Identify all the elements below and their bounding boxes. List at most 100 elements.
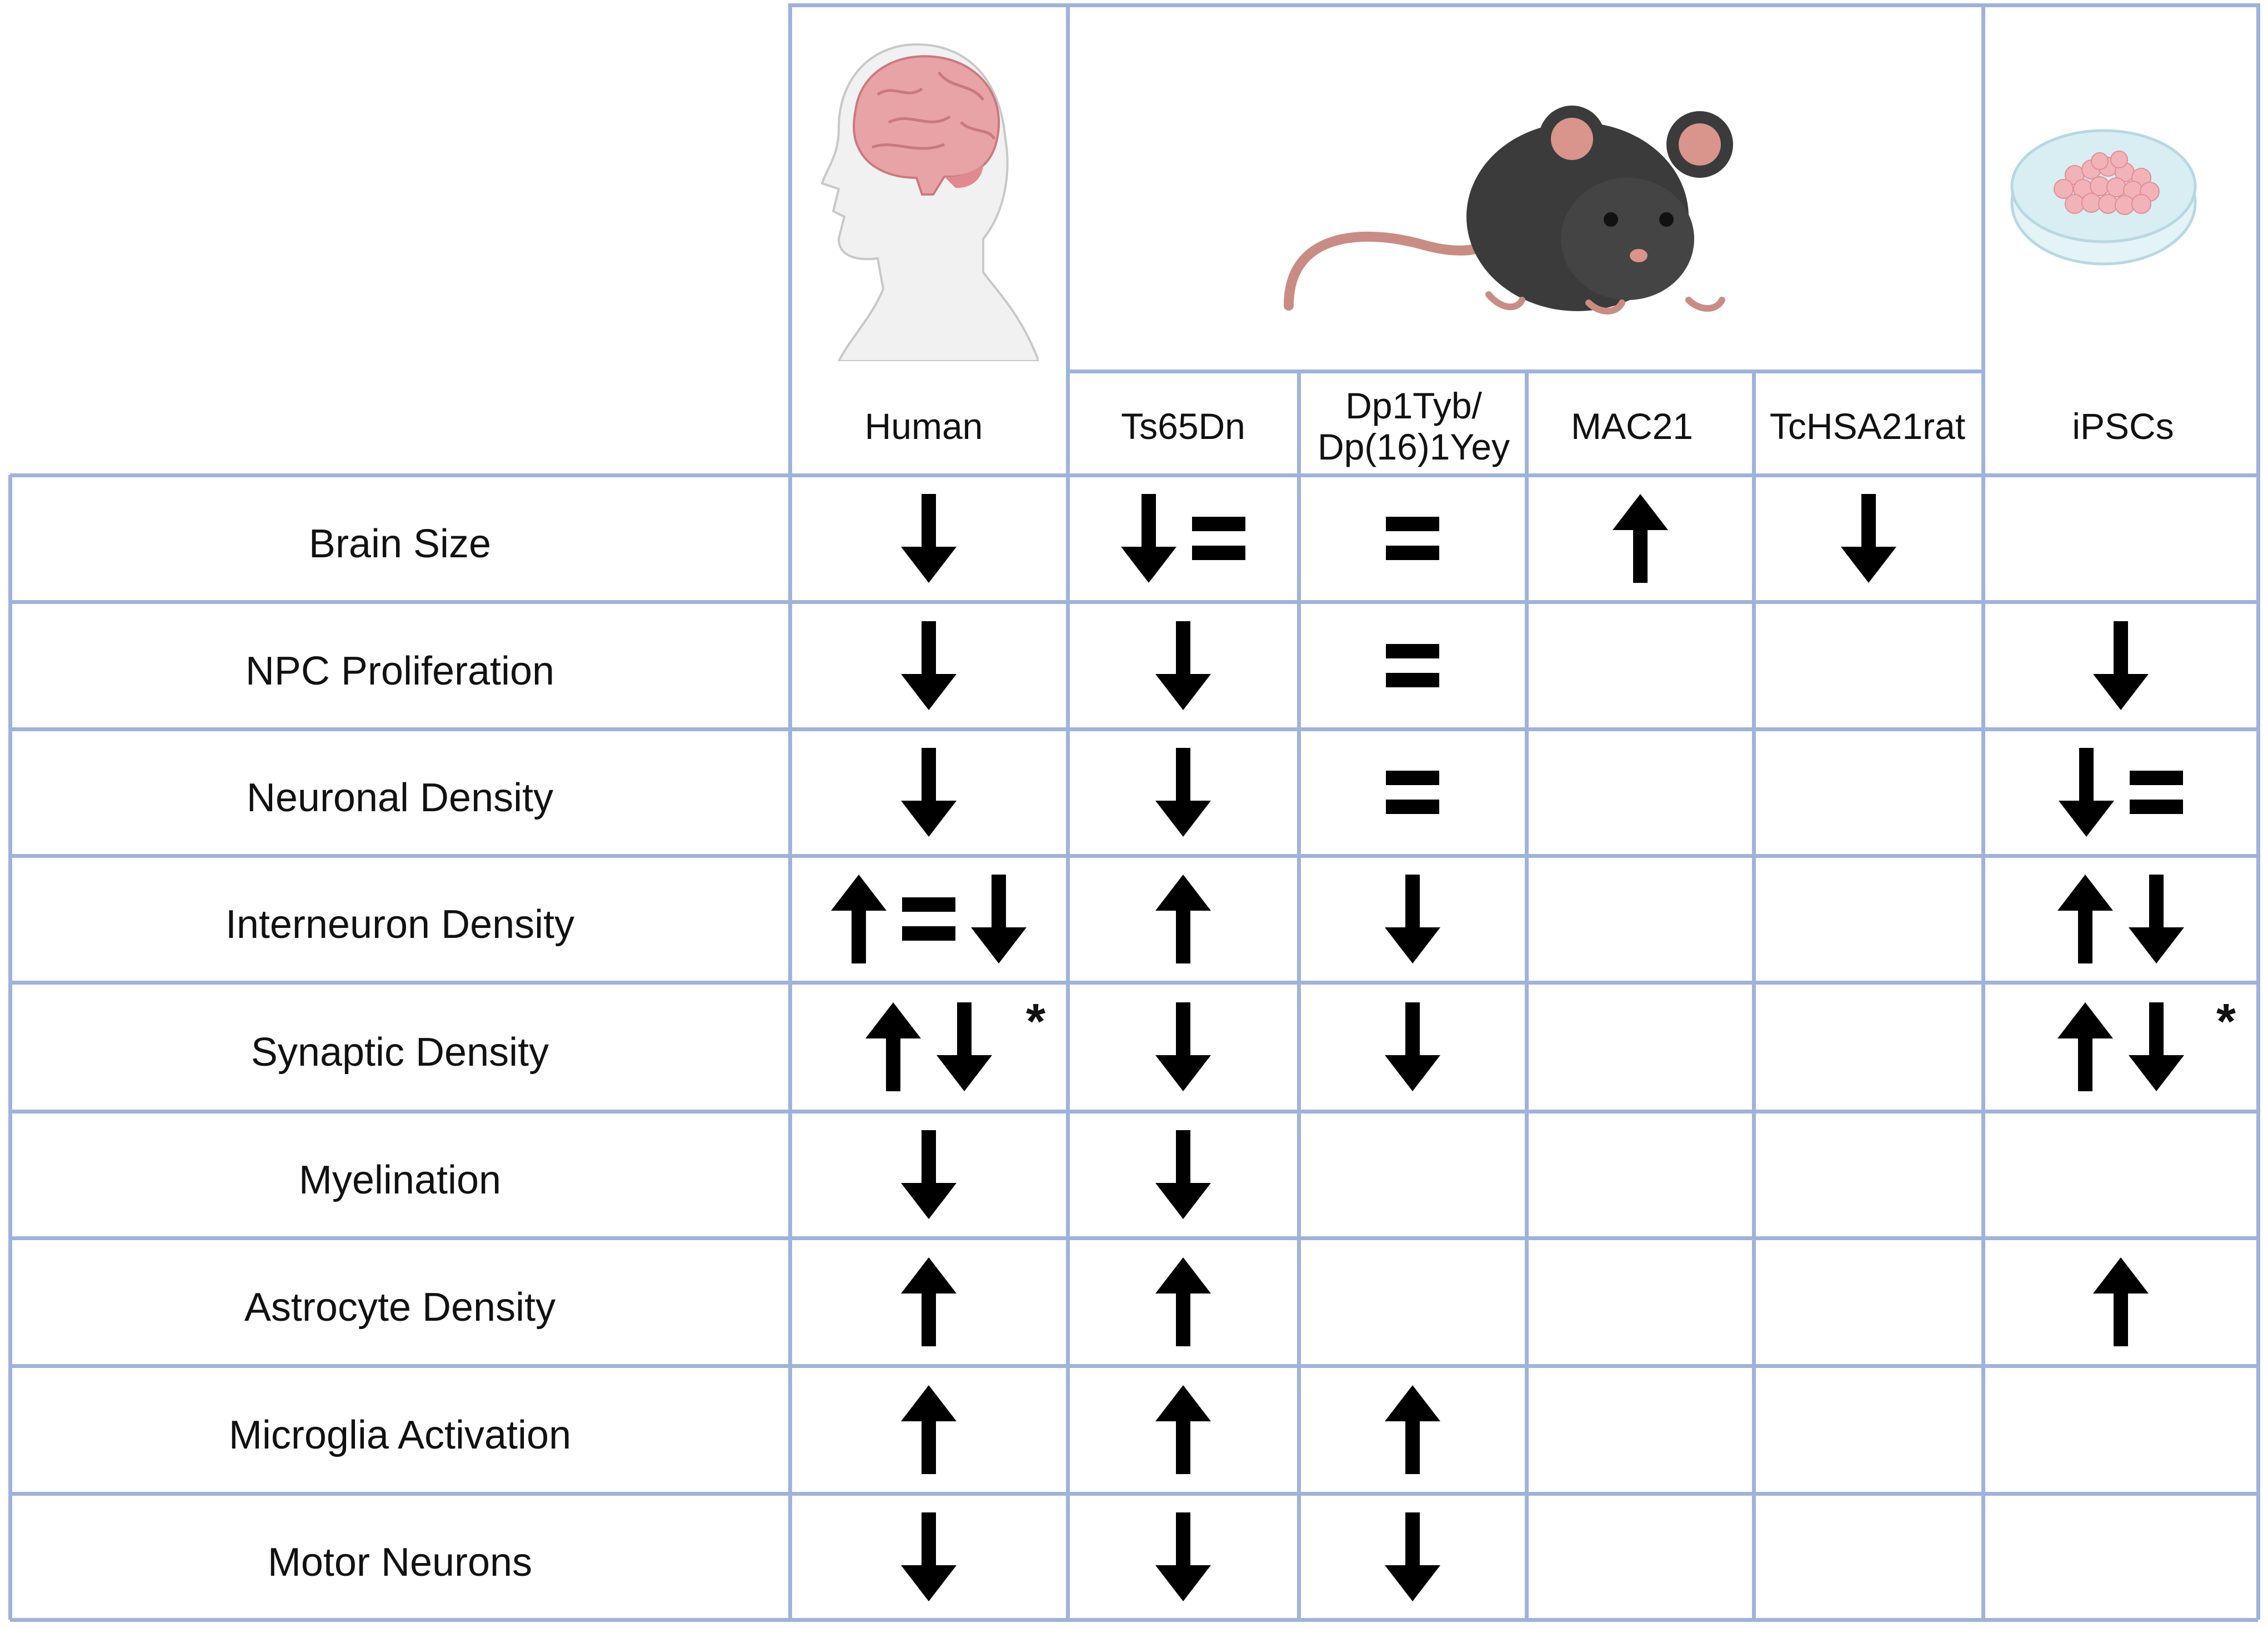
col-header-ts65dn: Ts65Dn: [1121, 406, 1245, 447]
arrow-down-icon: [1385, 1002, 1440, 1091]
table-cell: [1983, 1238, 2258, 1366]
arrow-up-icon: [1155, 875, 1211, 963]
row-label: Interneuron Density: [225, 902, 575, 947]
table-cell: [1526, 1111, 1754, 1238]
grid-line-header-vertical: [1066, 3, 1070, 475]
grid-line-row: [10, 1110, 2258, 1113]
table-cell: [1299, 982, 1526, 1111]
table-cell: [1068, 1366, 1299, 1494]
table-cell: [1068, 602, 1299, 729]
arrow-up-icon: [831, 875, 887, 963]
grid-line-column: [1981, 475, 1985, 1620]
arrow-down-icon: [1155, 1002, 1211, 1091]
equal-icon: [2129, 771, 2183, 814]
grid-line-column: [1066, 475, 1070, 1620]
table-cell: [1526, 982, 1754, 1111]
table-cell: [1754, 1111, 1983, 1238]
table-cell: [1983, 1494, 2258, 1620]
table-cell: [790, 1111, 1068, 1238]
row-label: Myelination: [298, 1158, 502, 1202]
arrow-up-icon: [1385, 1385, 1440, 1474]
table-cell: [1299, 856, 1526, 982]
arrow-down-icon: [901, 1512, 957, 1601]
table-cell: *: [790, 982, 1068, 1111]
arrow-down-icon: [1155, 748, 1211, 837]
col-header-mac21: MAC21: [1570, 406, 1694, 447]
arrow-down-icon: [1840, 494, 1896, 583]
arrow-down-icon: [937, 1002, 992, 1091]
table-cell: [1068, 1111, 1299, 1238]
table-cell: [790, 729, 1068, 856]
arrow-down-icon: [2058, 748, 2114, 837]
table-cell: [1526, 1238, 1754, 1366]
table-cell: [1299, 729, 1526, 856]
table-cell: [1983, 1111, 2258, 1238]
arrow-down-icon: [2128, 1002, 2184, 1091]
row-label: Astrocyte Density: [244, 1285, 556, 1330]
table-cell: [790, 856, 1068, 982]
col-header-human: Human: [864, 406, 983, 447]
col-header-dp1tyb-line2: Dp(16)1Yey: [1317, 426, 1510, 467]
table-cell: [1526, 856, 1754, 982]
table-cell: [1983, 856, 2258, 982]
equal-icon: [1192, 517, 1245, 560]
table-cell: [1068, 1494, 1299, 1620]
row-label: Synaptic Density: [251, 1030, 549, 1075]
equal-icon: [1386, 643, 1439, 687]
arrow-down-icon: [901, 748, 957, 837]
grid-line-row: [10, 1364, 2258, 1368]
petri-dish-cells-illustration: [2010, 129, 2197, 266]
grid-line-row: [10, 1236, 2258, 1240]
table-cell: [790, 1366, 1068, 1494]
table-cell: [1754, 982, 1983, 1111]
grid-line-row: [10, 600, 2258, 604]
table-cell: [1983, 729, 2258, 856]
table-cell: [1299, 475, 1526, 602]
grid-line-column: [1752, 475, 1756, 1620]
grid-line-column: [1297, 475, 1301, 1620]
arrow-down-icon: [971, 875, 1027, 963]
table-cell: [1754, 602, 1983, 729]
table-cell: [1754, 1366, 1983, 1494]
grid-line-row: [10, 473, 2258, 477]
grid-line-row: [10, 854, 2258, 858]
arrow-up-icon: [1155, 1385, 1211, 1474]
arrow-down-icon: [1121, 494, 1176, 583]
table-cell: [1299, 602, 1526, 729]
arrow-up-icon: [1155, 1257, 1211, 1346]
row-label: Motor Neurons: [267, 1540, 533, 1585]
grid-line-column: [1525, 475, 1529, 1620]
row-label: Microglia Activation: [228, 1413, 572, 1457]
table-cell: [1526, 1494, 1754, 1620]
grid-line-subheader-vertical: [1525, 369, 1529, 475]
grid-line-column: [788, 475, 792, 1620]
table-cell: [1526, 1366, 1754, 1494]
arrow-up-icon: [2057, 1002, 2113, 1091]
grid-line-column: [8, 475, 12, 1620]
table-cell: [1068, 1238, 1299, 1366]
grid-line-row: [10, 981, 2258, 985]
asterisk-note: *: [2216, 994, 2236, 1050]
arrow-down-icon: [901, 1130, 957, 1219]
table-cell: [1983, 602, 2258, 729]
grid-line-row: [10, 1492, 2258, 1496]
grid-line-row: [10, 727, 2258, 731]
table-cell: [1068, 475, 1299, 602]
table-cell: [790, 602, 1068, 729]
table-cell: [1754, 1494, 1983, 1620]
table-cell: [790, 1238, 1068, 1366]
arrow-up-icon: [865, 1002, 921, 1091]
table-cell: [790, 1494, 1068, 1620]
grid-line-top: [790, 3, 2258, 7]
grid-line-header-vertical: [788, 3, 792, 475]
human-head-brain-illustration: [820, 43, 1039, 361]
col-header-ipscs: iPSCs: [2072, 406, 2174, 447]
table-cell: [1754, 475, 1983, 602]
arrow-up-icon: [1612, 494, 1668, 583]
equal-icon: [902, 897, 955, 941]
grid-line-subheader-vertical: [1752, 369, 1756, 475]
table-cell: [1983, 1366, 2258, 1494]
table-cell: [1068, 856, 1299, 982]
arrow-down-icon: [1385, 875, 1440, 963]
arrow-down-icon: [1155, 1130, 1211, 1219]
